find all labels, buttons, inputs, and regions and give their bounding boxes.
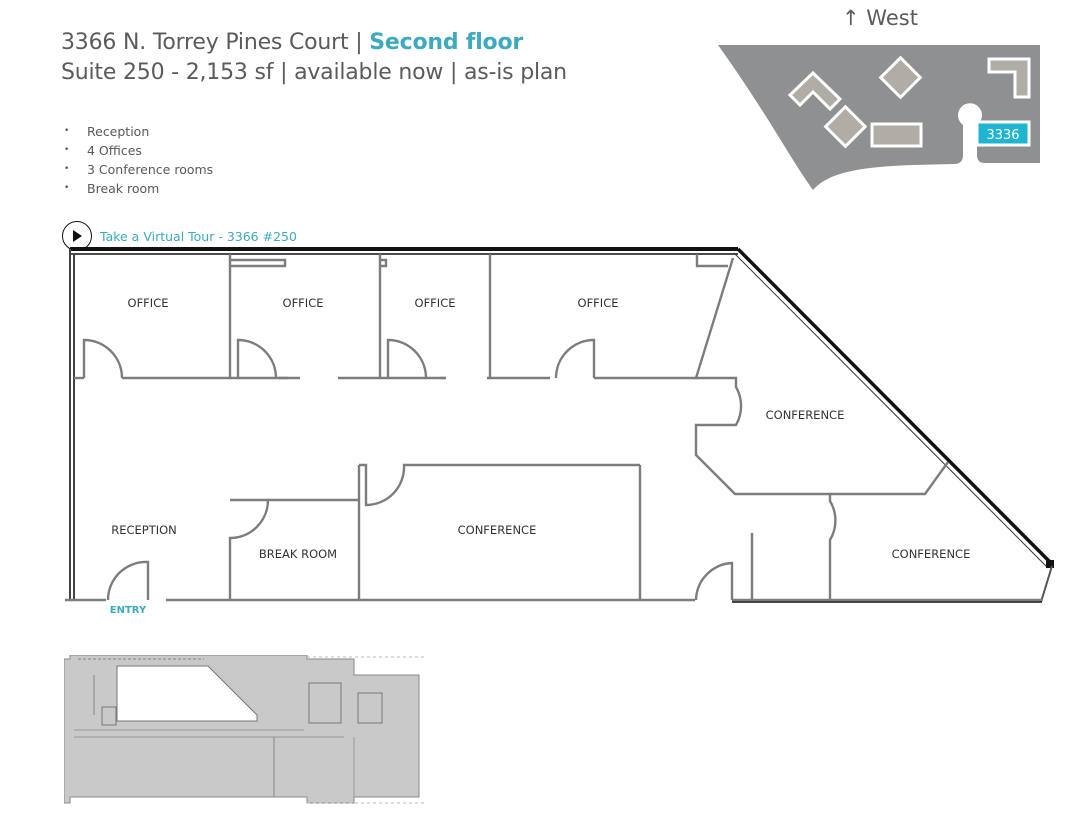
building-diamond-1 (878, 55, 923, 100)
building-rect (870, 122, 923, 148)
title-separator: | (348, 30, 370, 55)
virtual-tour-link[interactable]: Take a Virtual Tour - 3366 #250 (62, 221, 297, 251)
room-label-conference-corner: CONFERENCE (892, 547, 971, 561)
address: 3366 N. Torrey Pines Court (61, 30, 349, 55)
room-label-break-room: BREAK ROOM (259, 547, 337, 561)
page-title: 3366 N. Torrey Pines Court | Second floo… (61, 28, 567, 88)
building-l-shape (987, 57, 1031, 99)
key-plan-suite-highlight (116, 665, 258, 722)
feature-item: Reception (62, 122, 213, 141)
site-ground (718, 45, 1040, 190)
entry-label: ENTRY (110, 605, 147, 616)
key-plan (64, 655, 424, 804)
building-diamond-2 (823, 104, 868, 149)
room-label-office-1: OFFICE (128, 296, 169, 310)
room-label-office-2: OFFICE (283, 296, 324, 310)
room-label-conference-center: CONFERENCE (458, 523, 537, 537)
room-label-office-4: OFFICE (578, 296, 619, 310)
room-label-office-3: OFFICE (415, 296, 456, 310)
site-map: 3336 (718, 45, 1040, 190)
room-label-reception: RECEPTION (111, 523, 177, 537)
building-3336-label: 3336 (986, 128, 1019, 143)
feature-item: Break room (62, 179, 213, 198)
arrow-up-icon: ↑ (842, 6, 860, 30)
feature-item: 3 Conference rooms (62, 160, 213, 179)
address-line: 3366 N. Torrey Pines Court | Second floo… (61, 28, 567, 58)
floor-plan: OFFICE OFFICE OFFICE OFFICE CONFERENCE R… (65, 247, 1054, 616)
building-chevron (787, 70, 843, 112)
building-3336 (975, 120, 1031, 147)
floor-label: Second floor (369, 30, 524, 55)
play-icon[interactable] (62, 221, 92, 251)
orientation-label: West (866, 6, 918, 30)
feature-list: Reception 4 Offices 3 Conference rooms B… (62, 122, 213, 198)
room-label-conference-east: CONFERENCE (766, 408, 845, 422)
virtual-tour-label[interactable]: Take a Virtual Tour - 3366 #250 (100, 228, 297, 244)
orientation-indicator: ↑ West (842, 6, 918, 30)
suite-line: Suite 250 - 2,153 sf | available now | a… (61, 60, 567, 85)
feature-item: 4 Offices (62, 141, 213, 160)
